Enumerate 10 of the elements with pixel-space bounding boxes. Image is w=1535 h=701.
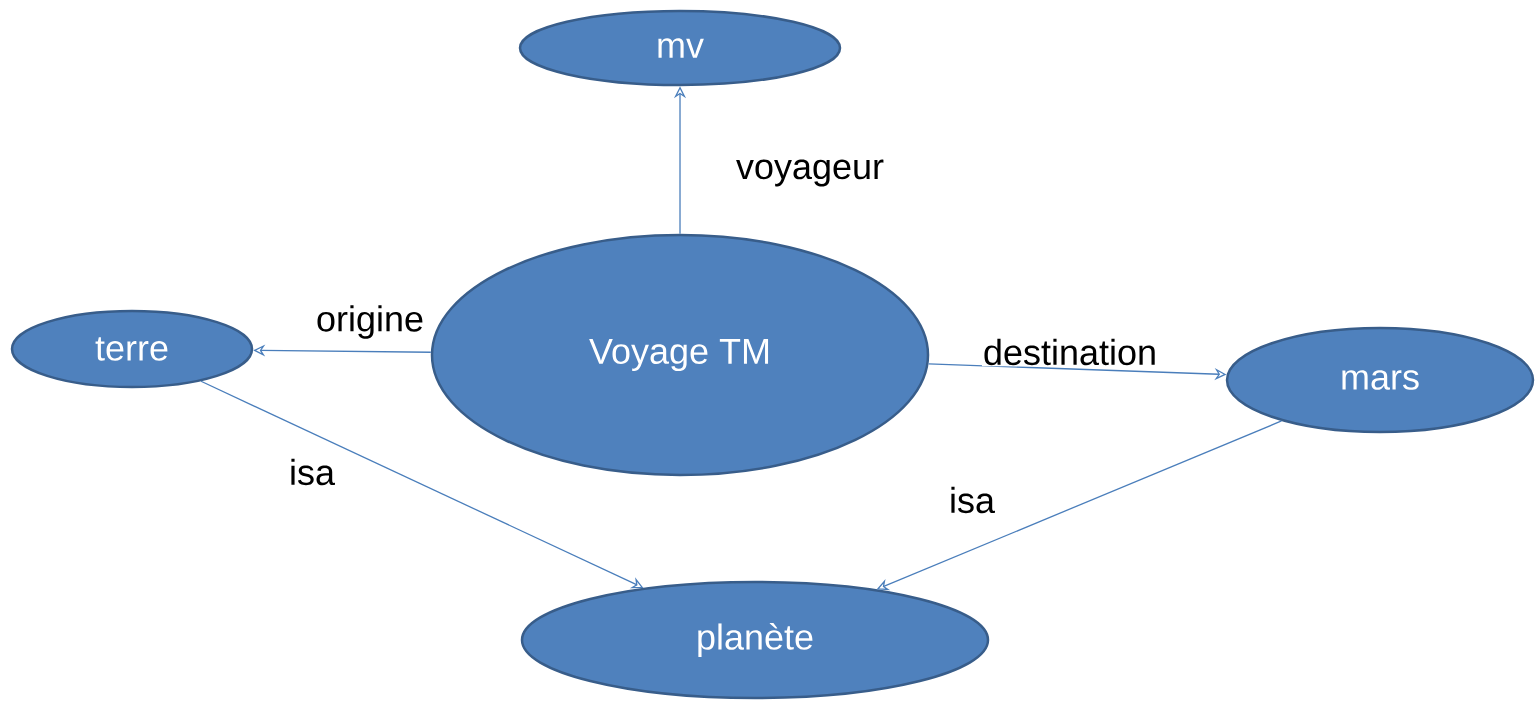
edge-label: destination xyxy=(981,337,1159,367)
ellipse-node: planète xyxy=(520,580,990,700)
edge-label: isa xyxy=(948,485,996,515)
edge-label: isa xyxy=(288,457,336,487)
ellipse-node: mars xyxy=(1225,326,1535,434)
edge-label: origine xyxy=(315,304,426,340)
ellipse-node: mv xyxy=(518,9,842,87)
ellipse-node: Voyage TM xyxy=(430,233,930,477)
ellipse-node: terre xyxy=(10,309,254,389)
edge-label: voyageur xyxy=(734,158,886,188)
